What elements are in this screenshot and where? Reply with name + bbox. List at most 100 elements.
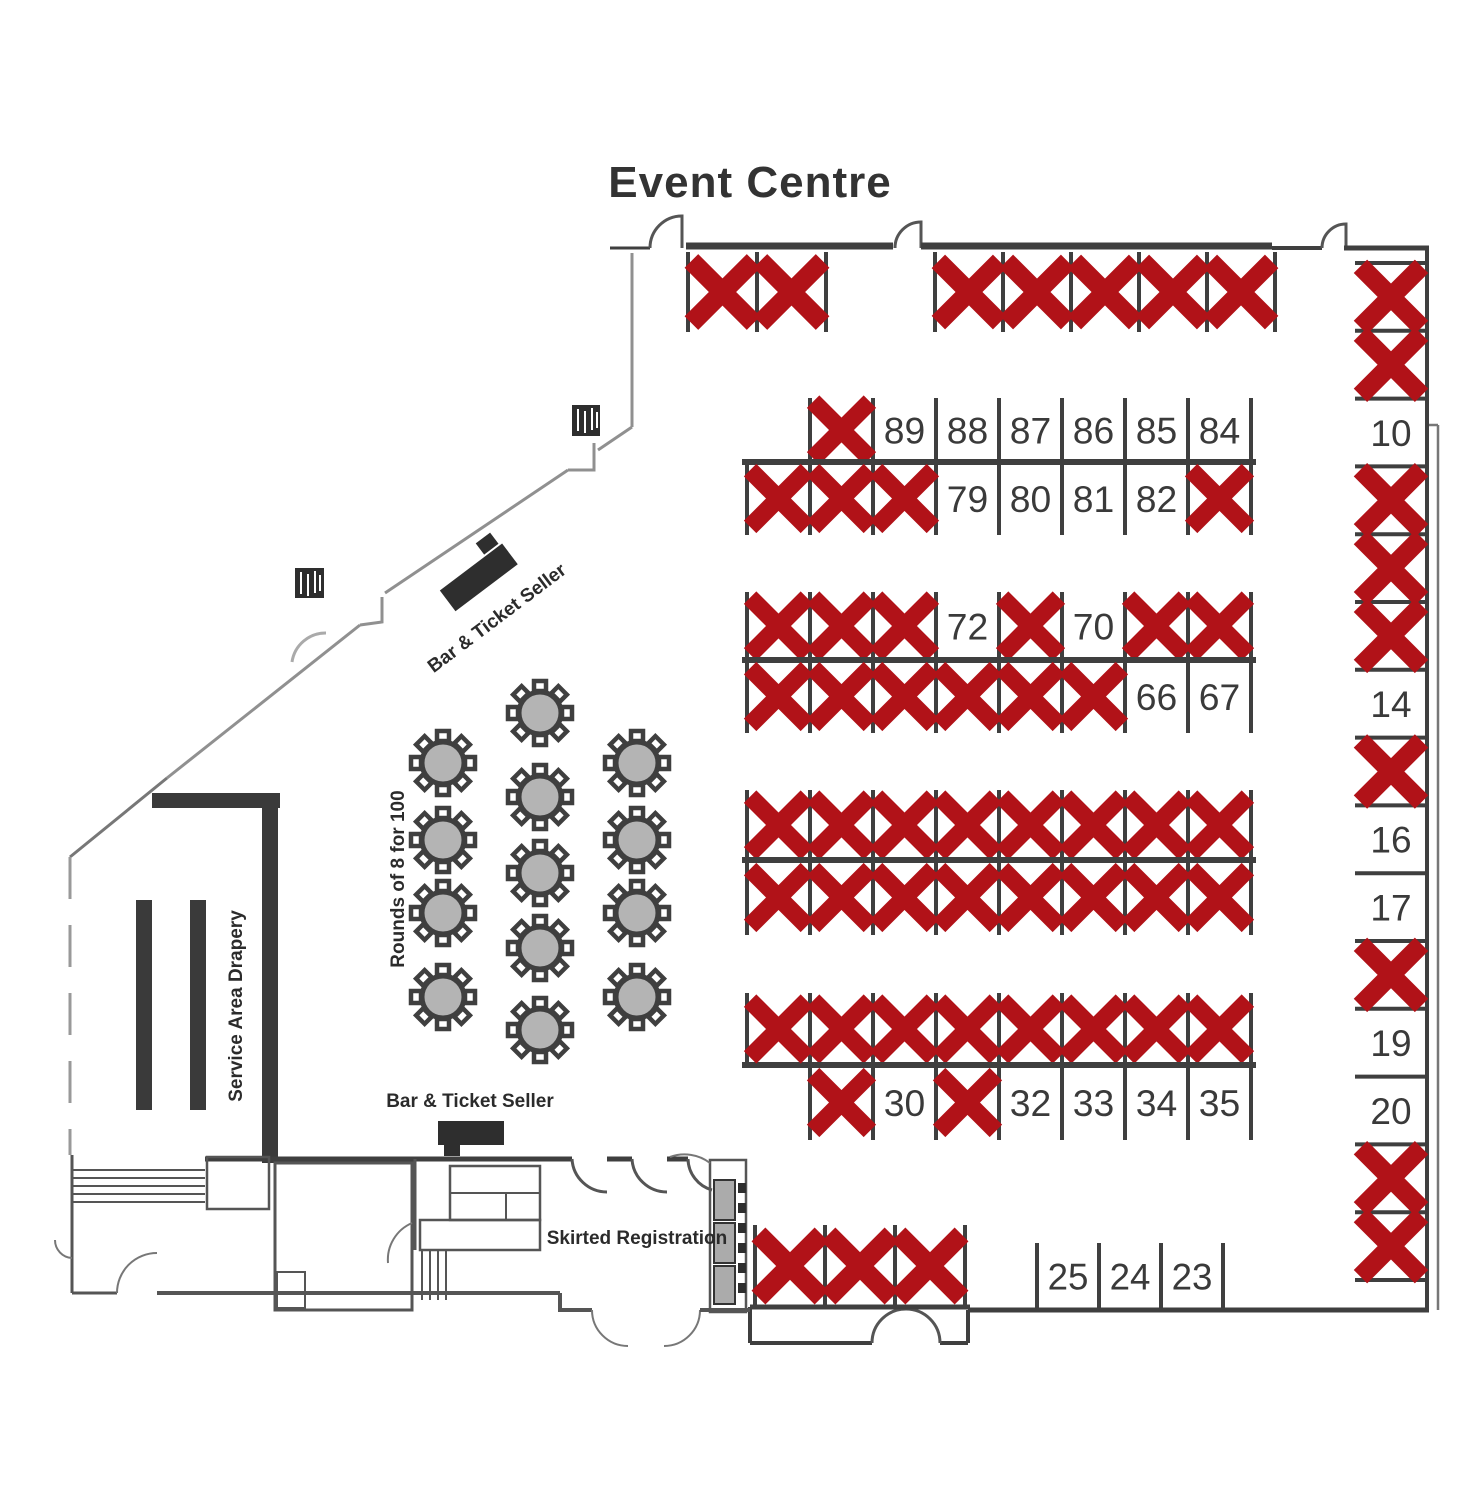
x-mark xyxy=(869,790,940,860)
bar-counter-upper xyxy=(439,532,518,612)
x-mark xyxy=(806,790,877,860)
booth-number: 10 xyxy=(1370,413,1411,454)
drapery-wall xyxy=(136,793,280,1163)
booth-number: 85 xyxy=(1136,409,1177,451)
round-table xyxy=(408,962,478,1032)
x-mark xyxy=(1353,530,1429,606)
booth-group-island-c-bottom xyxy=(742,857,1256,935)
x-mark xyxy=(1353,734,1429,809)
booth-number: 86 xyxy=(1073,409,1114,451)
x-mark xyxy=(751,1227,829,1305)
booth-group-top-row-left xyxy=(684,252,830,332)
x-mark xyxy=(995,862,1066,933)
round-table xyxy=(408,878,478,948)
x-mark xyxy=(743,790,814,860)
x-mark xyxy=(1067,254,1143,330)
booth-group-island-d-bottom: 30 32 33 34 35 xyxy=(805,1062,1256,1140)
x-mark xyxy=(806,591,877,661)
x-mark xyxy=(1058,790,1129,860)
x-mark xyxy=(869,463,940,534)
booth-number: 88 xyxy=(947,409,988,451)
booth-group-top-row-right xyxy=(931,252,1279,332)
booth-group-island-a-bottom: 79 80 81 82 xyxy=(742,459,1256,535)
x-mark xyxy=(1121,790,1192,860)
booth-number: 25 xyxy=(1048,1257,1089,1298)
x-mark xyxy=(931,254,1007,330)
booth-number: 84 xyxy=(1199,409,1240,451)
booth-number: 30 xyxy=(884,1082,925,1124)
registration-desk xyxy=(669,1153,748,1314)
booth-number: 82 xyxy=(1136,478,1177,520)
round-tables xyxy=(408,678,672,1065)
x-mark xyxy=(1353,1141,1429,1216)
booth-number: 23 xyxy=(1172,1257,1213,1298)
booth-number: 17 xyxy=(1370,887,1411,928)
booth-group-bottom-x-row xyxy=(750,1225,970,1310)
booth-number: 34 xyxy=(1136,1082,1177,1124)
x-mark xyxy=(821,1227,899,1305)
round-table xyxy=(505,913,575,983)
x-mark xyxy=(1135,254,1211,330)
round-table xyxy=(602,728,672,798)
x-mark xyxy=(995,790,1066,860)
round-table xyxy=(602,962,672,1032)
bar-counter-lower xyxy=(438,1121,504,1156)
booth-group-island-a-top: 89 88 87 86 85 84 xyxy=(805,395,1256,465)
round-table xyxy=(505,762,575,832)
x-mark xyxy=(999,254,1075,330)
x-mark xyxy=(743,862,814,933)
round-table xyxy=(602,805,672,875)
x-mark xyxy=(684,254,761,330)
x-mark xyxy=(932,790,1003,860)
service-table xyxy=(136,900,152,1110)
booth-number: 35 xyxy=(1199,1082,1240,1124)
x-mark xyxy=(1353,598,1429,674)
x-mark xyxy=(1058,994,1129,1064)
x-mark xyxy=(743,661,814,732)
x-mark xyxy=(743,994,814,1064)
booth-number: 79 xyxy=(947,478,988,520)
service-area-drapery-label: Service Area Drapery xyxy=(226,910,247,1102)
x-mark xyxy=(806,994,877,1064)
x-mark xyxy=(1058,862,1129,933)
x-mark xyxy=(1353,1208,1429,1284)
booth-number: 89 xyxy=(884,409,925,451)
x-mark xyxy=(806,395,877,465)
x-mark xyxy=(1353,259,1429,335)
booth-number: 19 xyxy=(1370,1023,1411,1064)
booth-number: 81 xyxy=(1073,478,1114,520)
booth-number: 80 xyxy=(1010,478,1051,520)
x-mark xyxy=(1058,661,1129,732)
x-mark xyxy=(1184,591,1255,661)
x-mark xyxy=(743,463,814,534)
booth-group-island-d-top xyxy=(742,993,1256,1068)
booth-number: 67 xyxy=(1199,676,1240,718)
booth-group-island-c-top xyxy=(742,790,1256,863)
bar-ticket-seller-lower-label: Bar & Ticket Seller xyxy=(386,1091,554,1112)
booth-number: 24 xyxy=(1110,1257,1151,1298)
booth-number: 33 xyxy=(1073,1082,1114,1124)
x-mark xyxy=(932,862,1003,933)
booth-number: 32 xyxy=(1010,1082,1051,1124)
x-mark xyxy=(995,591,1066,661)
x-mark xyxy=(1184,862,1255,933)
x-mark xyxy=(869,862,940,933)
x-mark xyxy=(1184,994,1255,1064)
booth-number: 66 xyxy=(1136,676,1177,718)
x-mark xyxy=(743,591,814,661)
x-mark xyxy=(1353,463,1429,538)
round-table xyxy=(505,678,575,748)
x-mark xyxy=(995,994,1066,1064)
x-mark xyxy=(869,661,940,732)
booth-number: 87 xyxy=(1010,409,1051,451)
x-mark xyxy=(1121,591,1192,661)
x-mark xyxy=(995,661,1066,732)
x-mark xyxy=(1203,254,1279,330)
x-mark xyxy=(806,1067,877,1138)
x-mark xyxy=(1184,790,1255,860)
x-mark xyxy=(932,1067,1003,1138)
booth-number: 70 xyxy=(1073,605,1114,647)
